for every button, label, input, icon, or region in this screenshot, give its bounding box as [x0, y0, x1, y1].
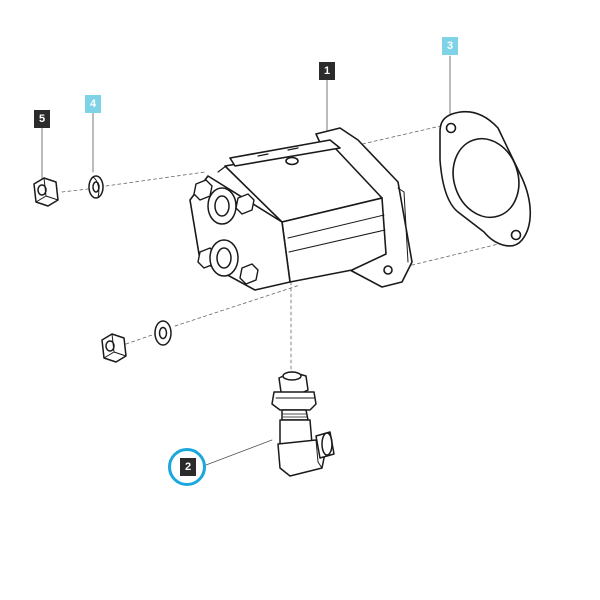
washer-lower[interactable] [154, 320, 172, 346]
callout-5[interactable]: 5 [34, 110, 50, 128]
assembly-guide-lines [61, 124, 516, 373]
callout-4[interactable]: 4 [85, 95, 101, 113]
washer-part-4[interactable] [88, 175, 104, 199]
callout-3[interactable]: 3 [442, 37, 458, 55]
nut-lower[interactable] [101, 333, 127, 363]
callout-leader-lines [41, 55, 451, 466]
callout-2[interactable]: 2 [180, 458, 196, 476]
callout-1[interactable]: 1 [319, 62, 335, 80]
elbow-fitting-part-2[interactable] [271, 371, 335, 477]
nut-part-5[interactable] [33, 177, 59, 207]
hydraulic-pump-part-1[interactable] [189, 127, 413, 291]
gasket-part-3[interactable] [439, 110, 532, 247]
